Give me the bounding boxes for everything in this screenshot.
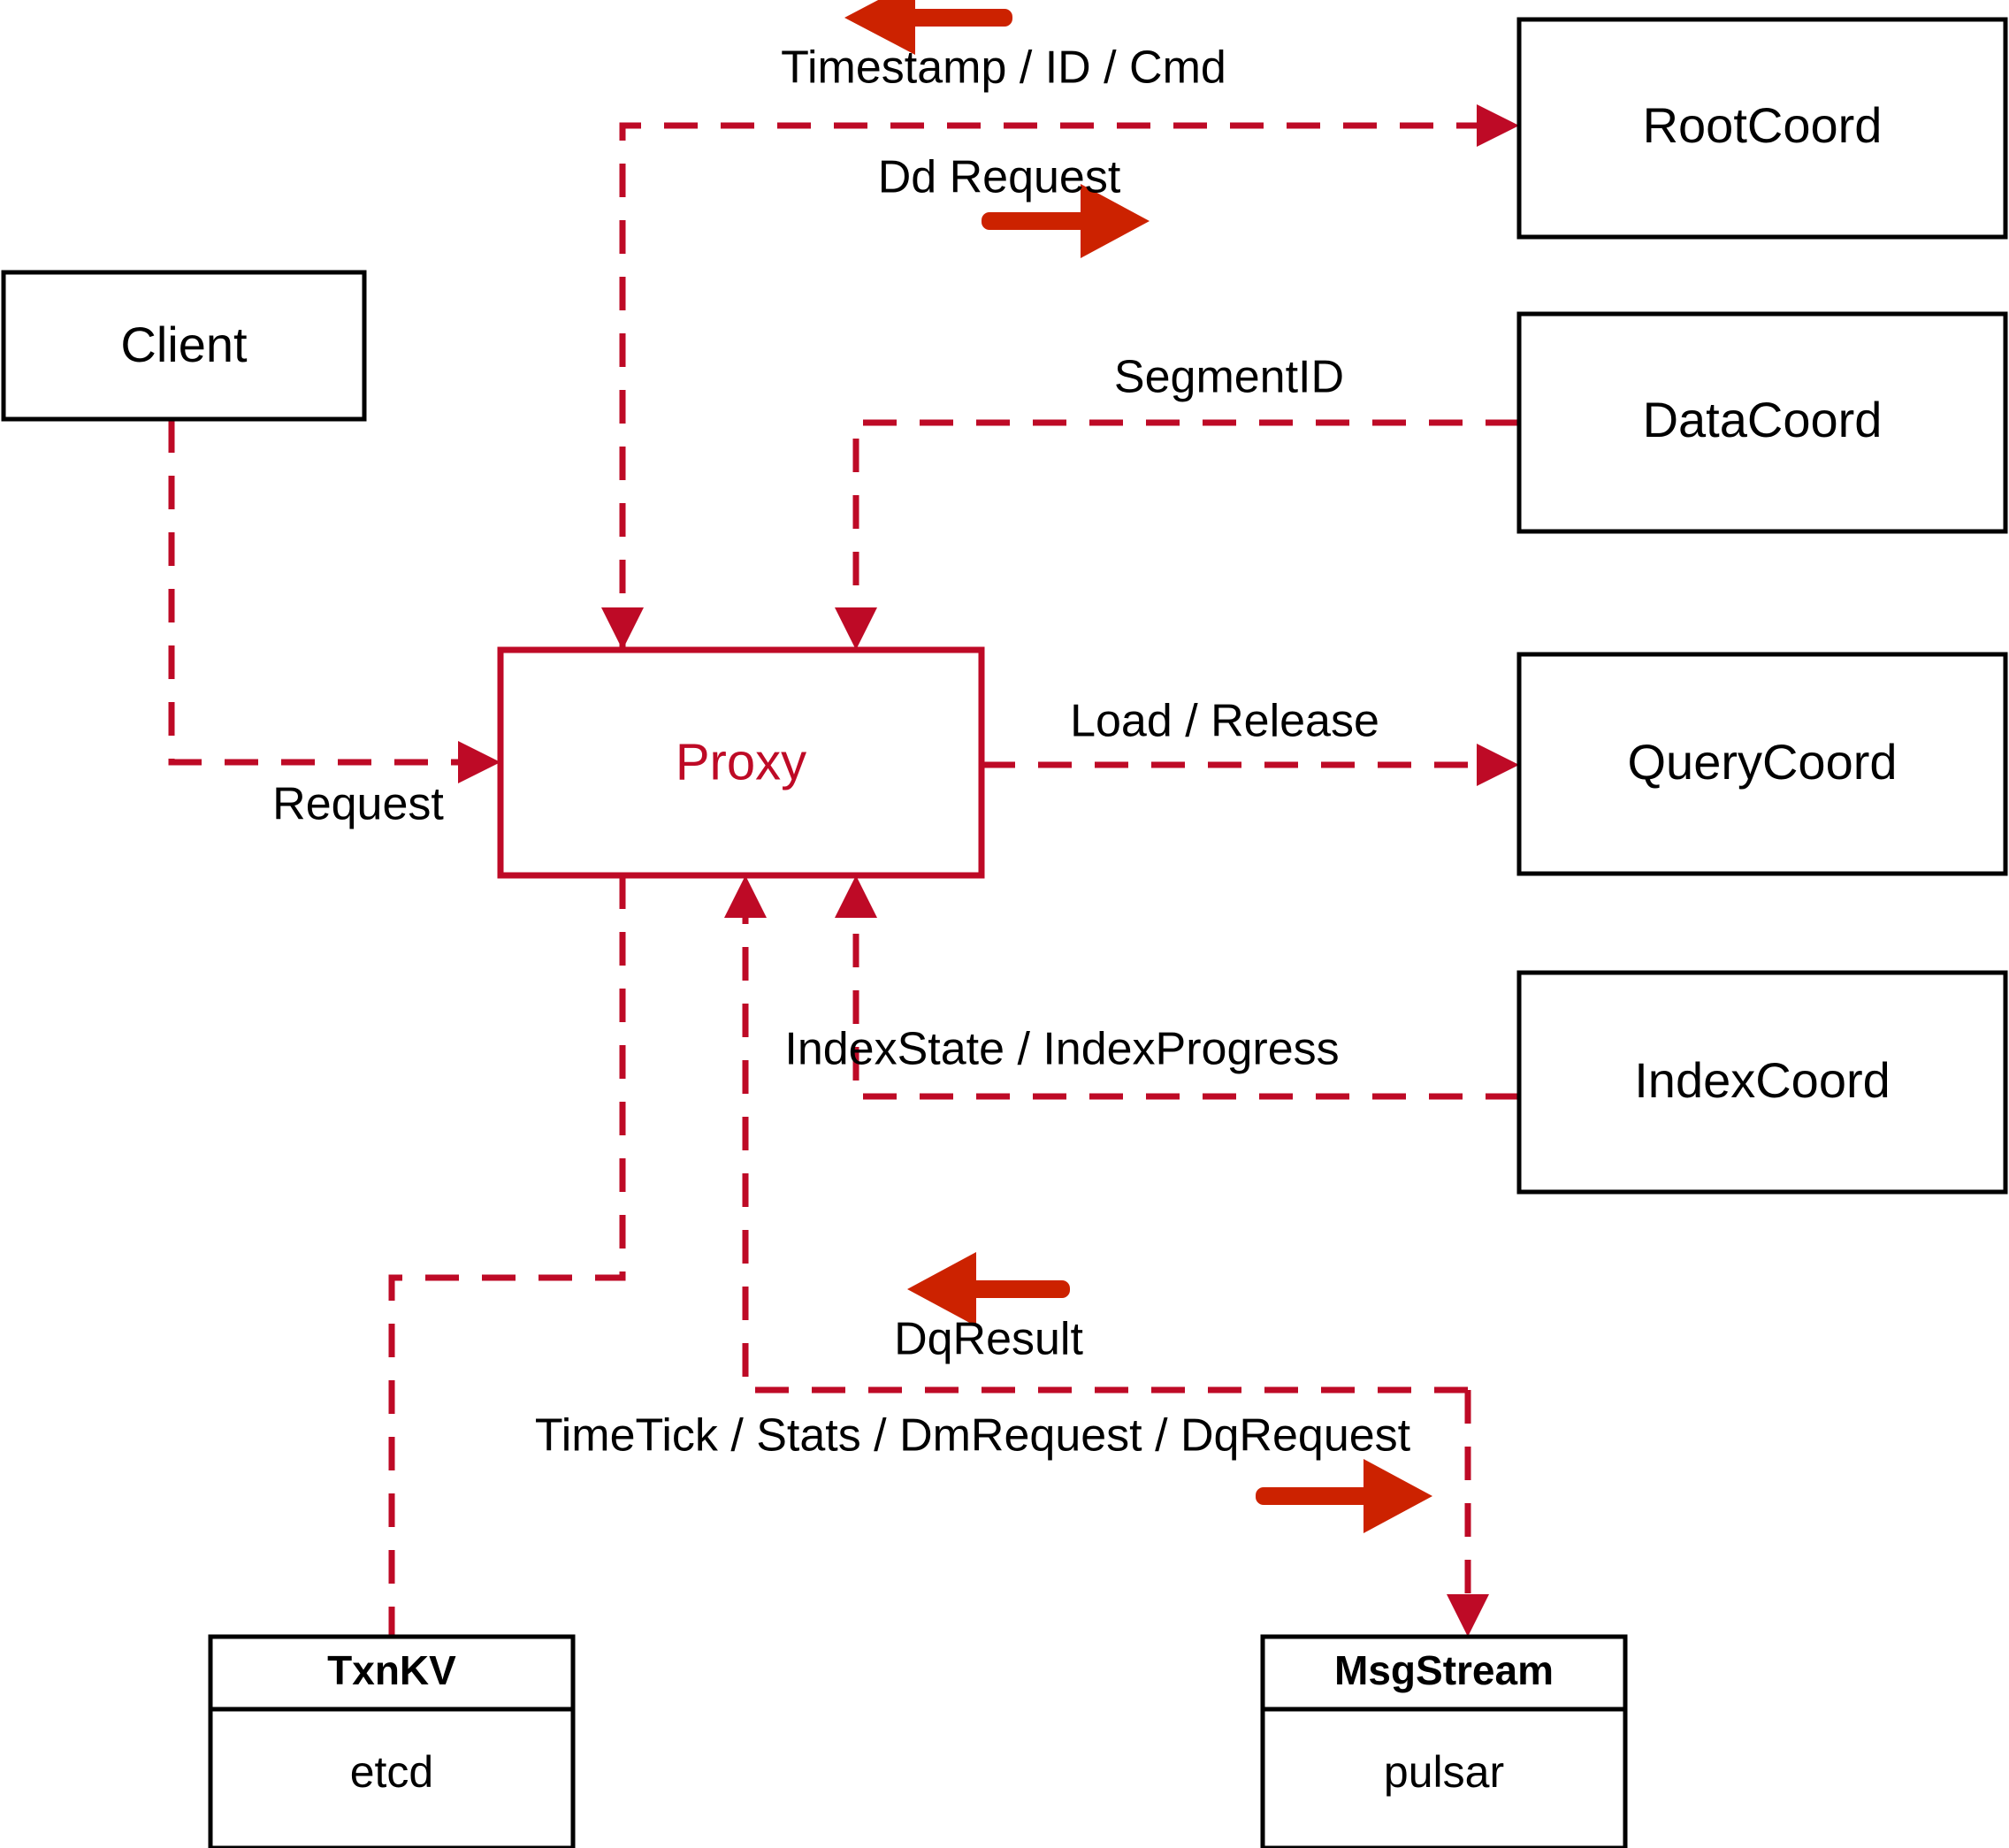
direction-arrow-dq-result — [907, 1252, 1070, 1326]
node-data-coord-label: DataCoord — [1643, 392, 1883, 447]
edge-label-client-request: Request — [272, 779, 444, 830]
edge-line-dq-result — [742, 895, 1468, 1394]
node-msgstream[interactable]: MsgStream pulsar — [1260, 1634, 1628, 1848]
node-txnkv[interactable]: TxnKV etcd — [208, 1634, 576, 1848]
node-data-coord[interactable]: DataCoord — [1516, 311, 2008, 534]
edge-line-index-state — [852, 895, 1519, 1100]
edge-arrowhead-rootcoord — [1477, 104, 1519, 147]
node-txnkv-header: TxnKV — [327, 1647, 456, 1693]
node-root-coord-label: RootCoord — [1643, 97, 1883, 153]
node-proxy[interactable]: Proxy — [497, 646, 985, 879]
edge-line-client-request — [168, 419, 485, 766]
node-index-coord[interactable]: IndexCoord — [1516, 970, 2008, 1195]
node-proxy-label: Proxy — [676, 733, 806, 790]
edge-arrowhead-proxy-top-right — [835, 607, 877, 650]
edge-label-dd-request: Dd Request — [878, 152, 1121, 203]
node-root-coord[interactable]: RootCoord — [1516, 17, 2008, 240]
edge-line-dd-request — [619, 122, 1503, 650]
direction-arrow-dd-request — [982, 184, 1150, 258]
direction-arrow-timetick-stats — [1256, 1459, 1432, 1533]
edge-arrowhead-proxy-bottom-middle — [724, 875, 767, 918]
node-query-coord[interactable]: QueryCoord — [1516, 652, 2008, 876]
edge-label-timetick-stats-dm-dq: TimeTick / Stats / DmRequest / DqRequest — [535, 1410, 1411, 1462]
node-client-label: Client — [120, 317, 248, 372]
node-query-coord-label: QueryCoord — [1627, 734, 1897, 790]
edge-label-load-release: Load / Release — [1070, 696, 1379, 747]
edge-arrowhead-client-request — [458, 741, 500, 783]
node-index-coord-label: IndexCoord — [1634, 1052, 1891, 1108]
edge-label-index-state-progress: IndexState / IndexProgress — [784, 1024, 1339, 1075]
node-txnkv-body: etcd — [350, 1747, 434, 1797]
edge-label-dq-result: DqResult — [894, 1314, 1083, 1365]
edge-arrowhead-proxy-bottom-right — [835, 875, 877, 918]
edge-label-segment-id: SegmentID — [1114, 352, 1344, 403]
node-client[interactable]: Client — [1, 270, 367, 422]
edge-line-segment-id — [852, 419, 1519, 650]
node-msgstream-body: pulsar — [1384, 1747, 1504, 1797]
edge-arrowhead-msgstream — [1447, 1594, 1489, 1637]
edge-line-proxy-txnkv — [388, 875, 626, 1637]
direction-arrow-timestamp-id-cmd — [844, 0, 1012, 55]
node-msgstream-header: MsgStream — [1334, 1647, 1554, 1693]
edge-arrowhead-querycoord — [1477, 744, 1519, 786]
edge-label-timestamp-id-cmd: Timestamp / ID / Cmd — [781, 42, 1226, 94]
edge-arrowhead-proxy-top-left — [601, 607, 644, 650]
